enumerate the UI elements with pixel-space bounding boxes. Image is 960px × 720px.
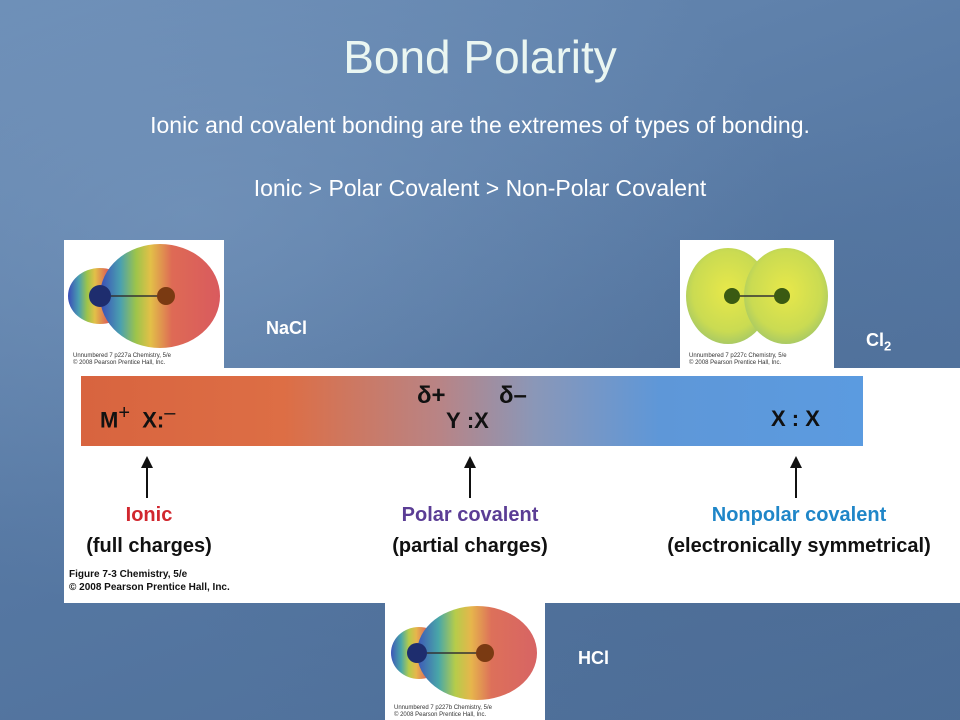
nonpolar-arrow [790, 456, 802, 498]
hcl-electrostatic-map [391, 606, 537, 700]
polarity-gradient-bar: M+ X:– δ+ Y :X δ– X : X [81, 376, 863, 446]
cl2-credit-line1: Unnumbered 7 p227c Chemistry, 5/e [689, 353, 787, 359]
ionic-formula: M+ X:– [100, 402, 176, 433]
slide-subtitle: Ionic and covalent bonding are the extre… [150, 112, 810, 138]
hcl-credit-line1: Unnumbered 7 p227b Chemistry, 5/e [394, 705, 492, 711]
ionic-arrow [141, 456, 153, 498]
ionic-type: Ionic (full charges) [69, 500, 229, 562]
cl2-molecule-card: Unnumbered 7 p227c Chemistry, 5/e © 2008… [680, 240, 834, 370]
cl2-label: Cl2 [866, 330, 892, 354]
polar-type-name: Polar covalent [401, 504, 539, 526]
figure-caption-line1: Figure 7-3 Chemistry, 5/e [69, 569, 188, 580]
hcl-credit-line2: © 2008 Pearson Prentice Hall, Inc. [394, 712, 487, 718]
polar-type: Polar covalent (partial charges) [370, 500, 570, 562]
polar-type-desc: (partial charges) [392, 535, 548, 557]
nonpolar-type: Nonpolar covalent (electronically symmet… [640, 500, 958, 562]
delta-plus-label: δ+ [417, 382, 446, 409]
nacl-credit-line2: © 2008 Pearson Prentice Hall, Inc. [73, 360, 166, 366]
polar-formula: Y :X [446, 408, 489, 433]
ionic-type-desc: (full charges) [86, 535, 212, 557]
hcl-label: HCl [578, 648, 609, 668]
figure-caption: Figure 7-3 Chemistry, 5/e © 2008 Pearson… [69, 568, 230, 594]
polarity-order-text: Ionic > Polar Covalent > Non-Polar Coval… [253, 175, 707, 201]
hcl-molecule-card: Unnumbered 7 p227b Chemistry, 5/e © 2008… [385, 603, 545, 720]
figure-caption-line2: © 2008 Pearson Prentice Hall, Inc. [69, 582, 230, 593]
nonpolar-type-name: Nonpolar covalent [711, 504, 887, 526]
nacl-label: NaCl [266, 318, 308, 338]
ionic-type-name: Ionic [125, 504, 173, 526]
bond-polarity-figure: M+ X:– δ+ Y :X δ– X : X Ionic (full char… [64, 368, 960, 603]
delta-minus-label: δ– [499, 382, 527, 409]
nacl-electrostatic-map [68, 244, 220, 348]
cl2-credit-line2: © 2008 Pearson Prentice Hall, Inc. [689, 360, 782, 366]
nonpolar-formula: X : X [771, 406, 820, 431]
cl2-electrostatic-map [686, 248, 828, 344]
nacl-molecule-card: Unnumbered 7 p227a Chemistry, 5/e © 2008… [64, 240, 224, 370]
nacl-credit-line1: Unnumbered 7 p227a Chemistry, 5/e [73, 353, 171, 359]
slide-title: Bond Polarity [343, 31, 617, 83]
polar-arrow [464, 456, 476, 498]
nonpolar-type-desc: (electronically symmetrical) [667, 535, 931, 557]
